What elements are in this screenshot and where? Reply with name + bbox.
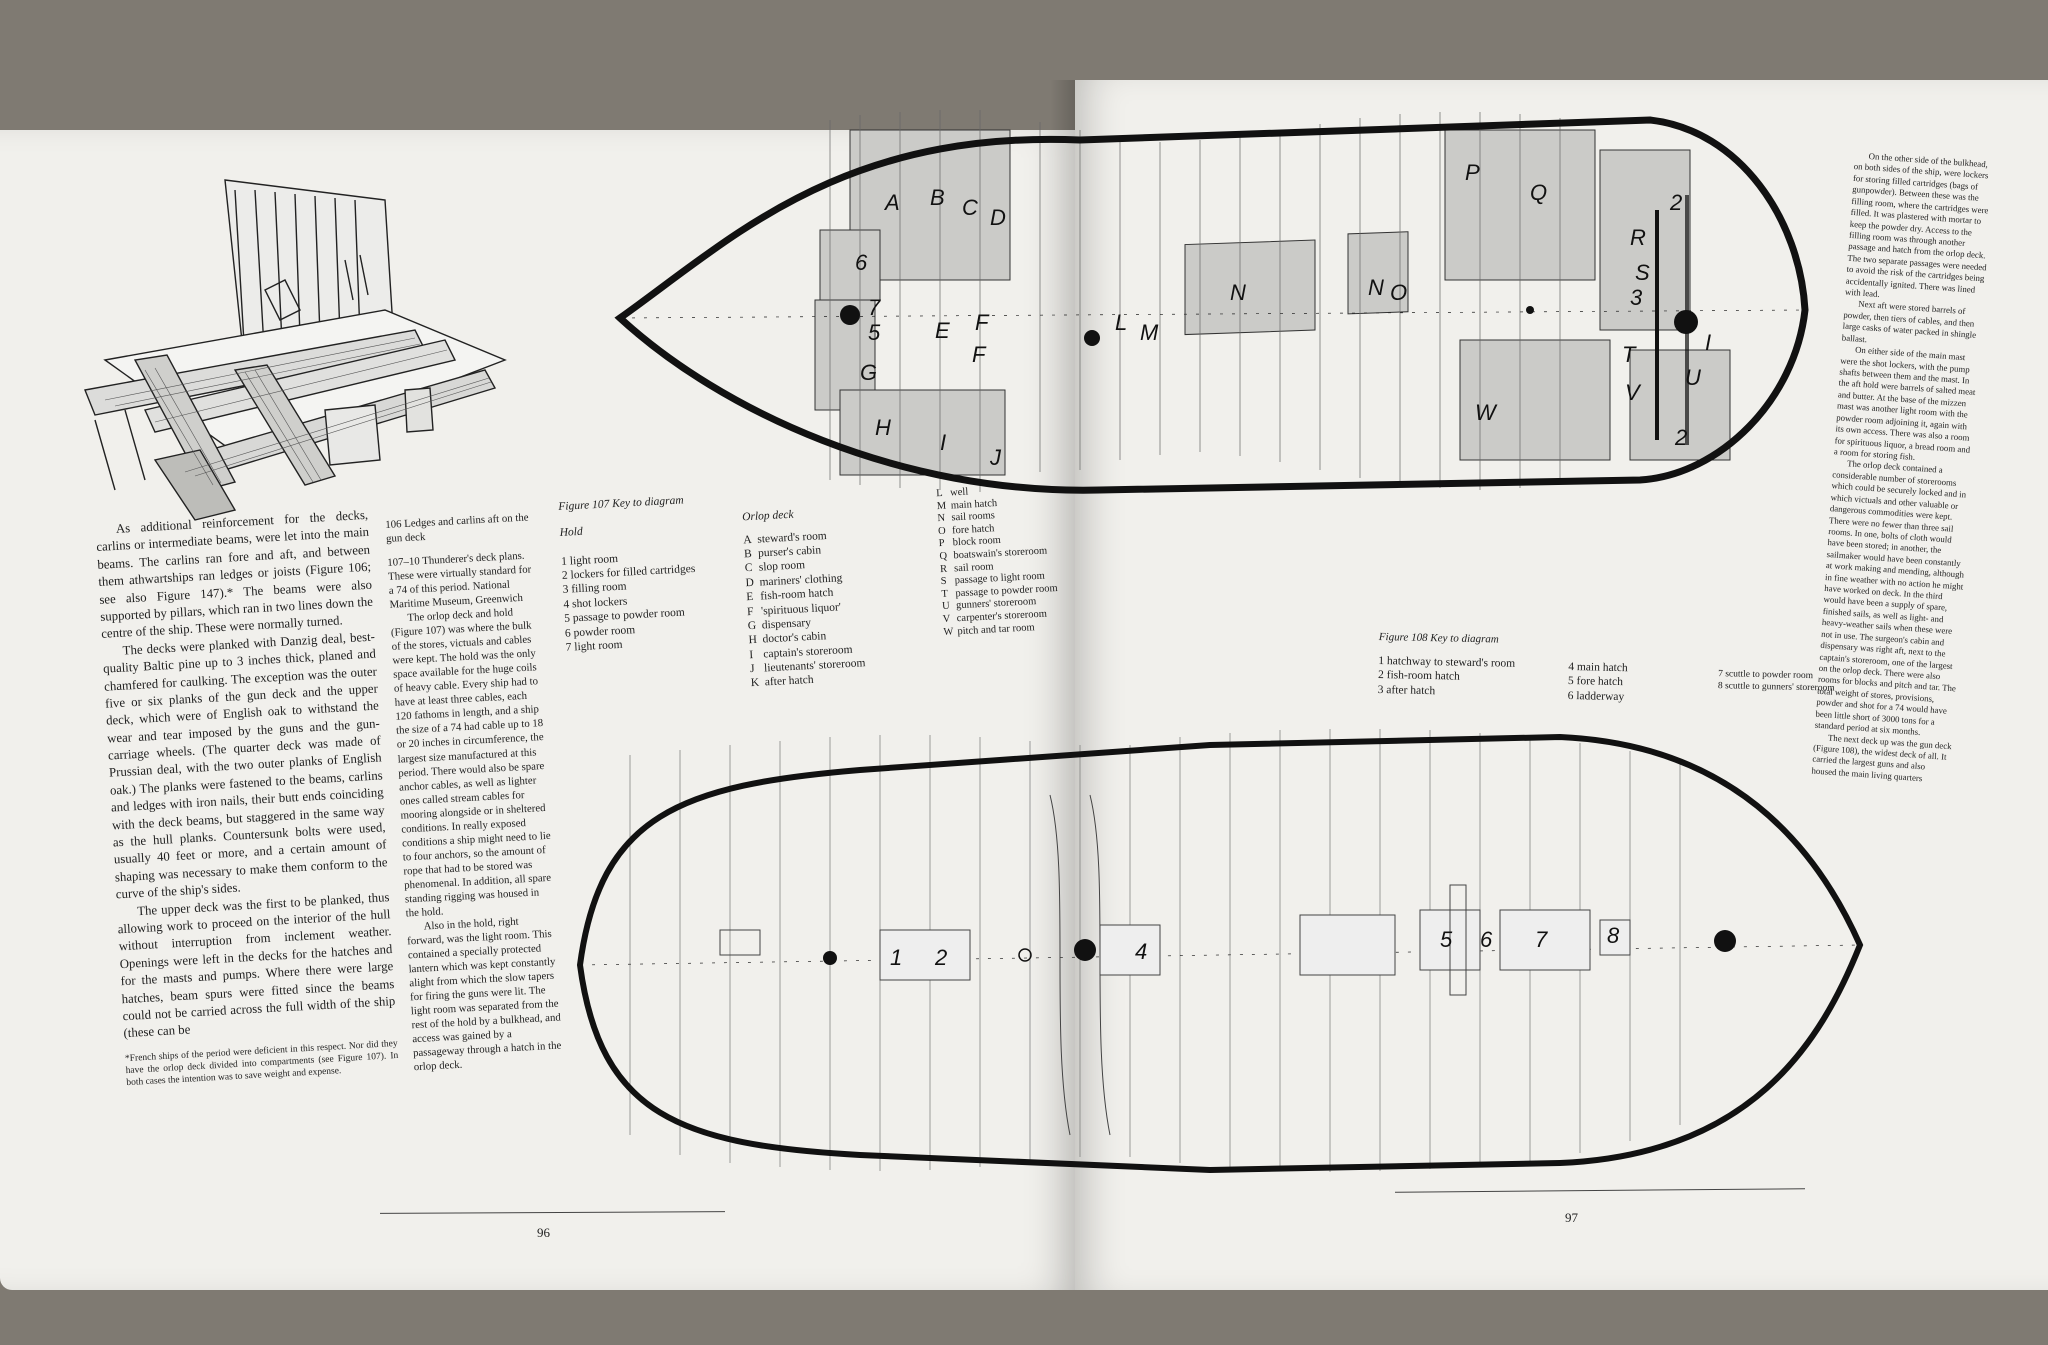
diagram-label: A (883, 190, 900, 215)
body-column-main: As additional reinforcement for the deck… (95, 507, 399, 1090)
body-paragraph-1: As additional reinforcement for the deck… (96, 507, 374, 642)
diagram-label: I (940, 430, 946, 455)
figure-108-deck-plan: 1 2 4 5 6 7 8 (576, 729, 1864, 1174)
page-number-left: 96 (537, 1225, 550, 1240)
body-paragraph-2: The decks were planked with Danzig deal,… (102, 629, 388, 902)
figure-107-deck-plan: A B C D 6 7 5 G E F F H I J L M N N O P … (614, 110, 1809, 494)
diagram-label: 5 (868, 320, 881, 345)
body-paragraph-3: The upper deck was the first to be plank… (117, 889, 396, 1041)
figure-106-illustration (84, 179, 507, 521)
diagram-label: 6 (1480, 927, 1493, 952)
diagram-label: 2 (934, 945, 947, 970)
side-paragraph-1: On the other side of the bulkhead, on bo… (1844, 150, 1989, 300)
hull-outline (614, 116, 1809, 494)
diagram-label: C (962, 195, 978, 220)
diagram-label: 3 (1630, 285, 1643, 310)
orlop-paragraph: The orlop deck and hold (Figure 107) was… (390, 606, 552, 920)
diagram-label: 6 (855, 250, 868, 275)
diagram-label: E (935, 318, 950, 343)
diagram-label: V (1625, 380, 1642, 405)
diagram-label: P (1465, 160, 1480, 185)
diagram-label: 2 (1674, 425, 1687, 450)
diagram-label: L (1115, 310, 1127, 335)
diagram-label: Q (1530, 180, 1547, 205)
diagram-label: S (1635, 260, 1650, 285)
side-paragraph-4: The orlop deck contained a considerable … (1814, 458, 1967, 738)
diagram-label: 4 (1135, 939, 1147, 964)
diagram-label: 7 (868, 295, 881, 320)
footer-rule-right (1395, 1188, 1805, 1193)
diagram-label: 1 (890, 945, 902, 970)
diagram-label: M (1140, 320, 1159, 345)
diagram-label: R (1630, 225, 1646, 250)
side-paragraph-3: On either side of the main mast were the… (1833, 344, 1976, 462)
diagram-label: 2 (1669, 190, 1682, 215)
diagram-label: J (989, 445, 1002, 470)
hull-outline (576, 733, 1864, 1174)
diagram-label: N (1368, 275, 1384, 300)
diagram-label: W (1475, 400, 1498, 425)
fig108-item: 6 ladderway (1567, 689, 1625, 703)
page-number-right: 97 (1565, 1210, 1578, 1225)
footer-rule-left (379, 1211, 726, 1214)
light-room-paragraph: Also in the hold, right forward, was the… (406, 915, 562, 1074)
diagram-label: F (972, 342, 987, 367)
fig108-item: 3 after hatch (1377, 683, 1436, 697)
diagram-label: D (990, 205, 1006, 230)
diagram-label: 5 (1440, 927, 1453, 952)
diagram-label: N (1230, 280, 1246, 305)
diagram-label: O (1390, 280, 1407, 305)
left-page: As additional reinforcement for the deck… (0, 130, 1075, 1290)
diagram-label: G (860, 360, 877, 385)
hold-heading: Hold (559, 525, 584, 539)
diagram-label: F (975, 310, 990, 335)
diagram-label: B (930, 185, 945, 210)
diagram-label: 7 (1535, 927, 1548, 952)
footnote: *French ships of the period were deficie… (124, 1038, 399, 1089)
diagram-label: U (1685, 365, 1701, 390)
diagram-label: H (875, 415, 891, 440)
figure-107-110-caption: 107–10 Thunderer's deck plans. These wer… (387, 549, 532, 612)
caption-column: 106 Ledges and carlins aft on the gun de… (385, 510, 564, 1074)
diagram-label: I (1705, 330, 1711, 355)
diagram-label: T (1622, 342, 1637, 367)
diagram-label: 8 (1607, 923, 1620, 948)
